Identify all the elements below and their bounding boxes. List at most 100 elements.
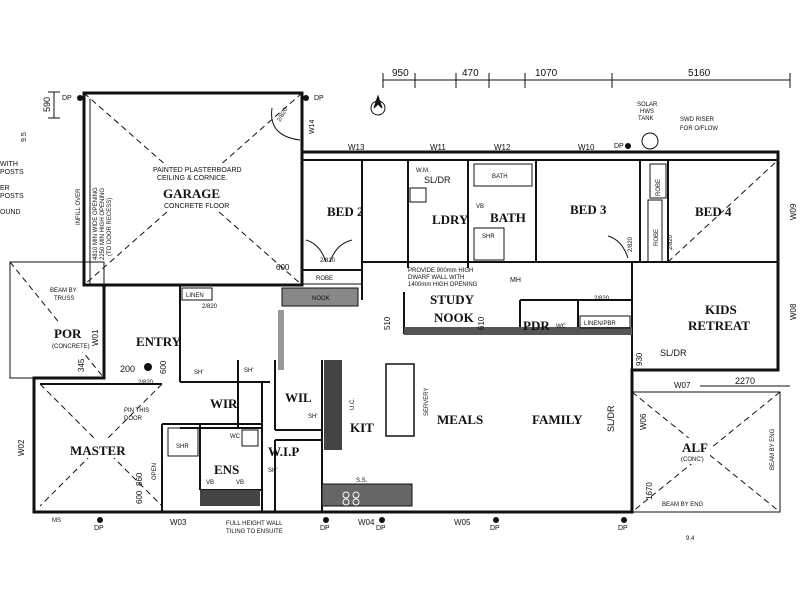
ens-vanity [200,490,260,506]
master-label: MASTER [70,443,126,458]
garage-ceiling-note-2: CEILING & CORNICE. [157,175,228,182]
dim-470: 470 [462,68,479,79]
tiling-note-2: TILING TO ENSUITE [226,529,283,535]
door-820-pdr: 2/820 [594,296,610,302]
cooktop [342,491,360,506]
dp-6: DP [376,525,386,532]
window-w08: W08 [789,303,798,320]
dp-2: DP [62,95,72,102]
dim-1070: 1070 [535,68,558,79]
solar-note-2: HWS [640,109,654,115]
ldry-label: LDRY [432,212,469,227]
robe-bed3 [647,199,663,263]
sh-wir2: SH' [244,368,253,374]
provide-note-2: DWARF WALL WITH [408,275,464,281]
meals-label: MEALS [437,412,483,427]
dim-930: 930 [635,352,644,366]
beam-eng-right: BEAM BY ENG [770,428,776,470]
mh-label: MH [510,277,521,284]
garage-label: GARAGE [163,186,220,201]
downpipe-markers [77,95,631,523]
solar-note-3: TANK [638,116,654,122]
alf-text-mask [678,438,710,464]
provide-note-1: PROVIDE 900mm HIGH [408,268,473,274]
dim-510: 510 [383,316,392,330]
robe-bed2-label: ROBE [316,276,333,282]
provide-note-3: 1400mm HIGH OPENING [408,282,478,288]
top-dimension-line [382,73,791,88]
bath-shower [473,227,505,261]
window-w04: W04 [358,518,375,527]
dp-7: DP [490,525,500,532]
beam-eng-bottom: BEAM BY ENG [662,502,704,508]
nook-bench-label: NOOK [312,296,330,302]
robe-bed2 [301,269,363,285]
alf-label: ALF [682,440,708,455]
sh-wip: SH' [268,468,277,474]
smoke-detector-icon [144,363,152,371]
garage-door-note-3: (TO DOOR RECESS) [107,198,113,256]
entry-label: ENTRY [136,334,182,349]
dim-1670: 1670 [645,482,654,500]
laundry-tub [409,187,427,203]
garage-door-note-1: 4810 MIN WIDE OPENING [93,187,99,260]
note-posts2: POSTS [0,193,24,200]
wc-pdr: WC [556,324,567,330]
por-label: POR [54,326,82,341]
ms-label: MS [52,518,61,524]
alf-sub: (CONC') [681,457,704,463]
sh-wir: SH' [194,370,203,376]
dim-610: 610 [477,316,486,330]
beam-truss-1: BEAM BY [50,288,77,294]
ens-label: ENS [214,462,239,477]
door-820-bed3: 2/820 [628,236,634,252]
window-w11: W11 [430,143,446,152]
dim-600: 600 [276,263,290,272]
dim-590: 590 [42,97,52,112]
dp-4: DP [94,525,104,532]
left-dimension-590 [48,91,60,119]
vb-ens-1: VB [206,480,214,486]
bath-tub-label: BATH [492,174,508,180]
shr-bath: SHR [482,234,495,240]
garage-ceiling-note-1: PAINTED PLASTERBOARD [153,167,242,174]
dp-3: DP [614,143,624,150]
wil-label: WIL [285,390,312,405]
window-w14: W14 [309,120,316,135]
vb-bath: VB [476,204,484,210]
master-diagonals [39,383,163,507]
window-w07: W07 [674,381,691,390]
bed2-door-swing [305,239,353,263]
dim-9-5: 9.5 [21,132,28,142]
robe-bed3-label: ROBE [654,229,660,246]
bath-tub [473,163,533,187]
hatched-walls [278,287,632,507]
kit-label: KIT [350,420,374,435]
dim-200: 200 [120,364,135,374]
sl-dr-ldry: SL/DR [424,175,451,185]
linen-pdr-cupboard [579,315,631,329]
sh-wil: SH' [308,414,317,420]
north-arrow-icon [370,94,386,116]
sl-dr-kids: SL/DR [660,348,687,358]
dp-5: DP [320,525,330,532]
door-820-linen: 2/820 [202,304,218,310]
tiling-note-1: FULL HEIGHT WALL [226,521,283,527]
window-w01: W01 [91,329,100,346]
dim-600-entry: 600 [159,360,168,374]
bed4-label: BED 4 [695,204,732,219]
door-820-bed4: 2/820 [668,234,674,250]
linen-pdr-label: LINEN/PBR [584,321,616,327]
window-w10: W10 [578,143,595,152]
garage-door-note-2: 2250 MIN HIGH OPENING [100,188,106,260]
door-820-bed2: 2/820 [320,258,336,264]
servery-label: SERVERY [424,388,430,416]
ens-toilet [241,429,259,447]
robe-bed4 [649,163,667,199]
wir-label: WIR [210,396,238,411]
porch-text-mask [50,322,98,352]
dim-860: 860 [135,472,144,486]
kids-label: KIDS [705,302,737,317]
swd-note-2: FOR O/FLOW [680,126,718,132]
wip-label: W.I.P [268,444,299,459]
